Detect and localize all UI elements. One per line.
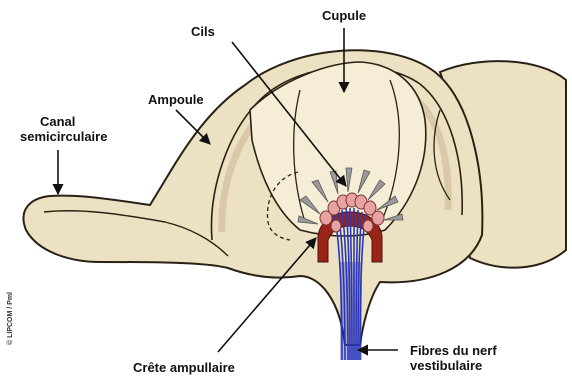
label-fibres-line2: vestibulaire bbox=[410, 358, 482, 373]
label-canal-line2: semicirculaire bbox=[20, 129, 107, 144]
label-fibres-line1: Fibres du nerf bbox=[410, 343, 497, 358]
nerve-bundle-core bbox=[340, 262, 362, 360]
label-canal-line1: Canal bbox=[40, 114, 75, 129]
label-ampoule: Ampoule bbox=[148, 92, 204, 107]
credit-text: © LIPCOM / Pml bbox=[6, 292, 14, 345]
label-cils: Cils bbox=[191, 24, 215, 39]
label-crete: Crête ampullaire bbox=[133, 360, 235, 375]
label-cupule: Cupule bbox=[322, 8, 366, 23]
